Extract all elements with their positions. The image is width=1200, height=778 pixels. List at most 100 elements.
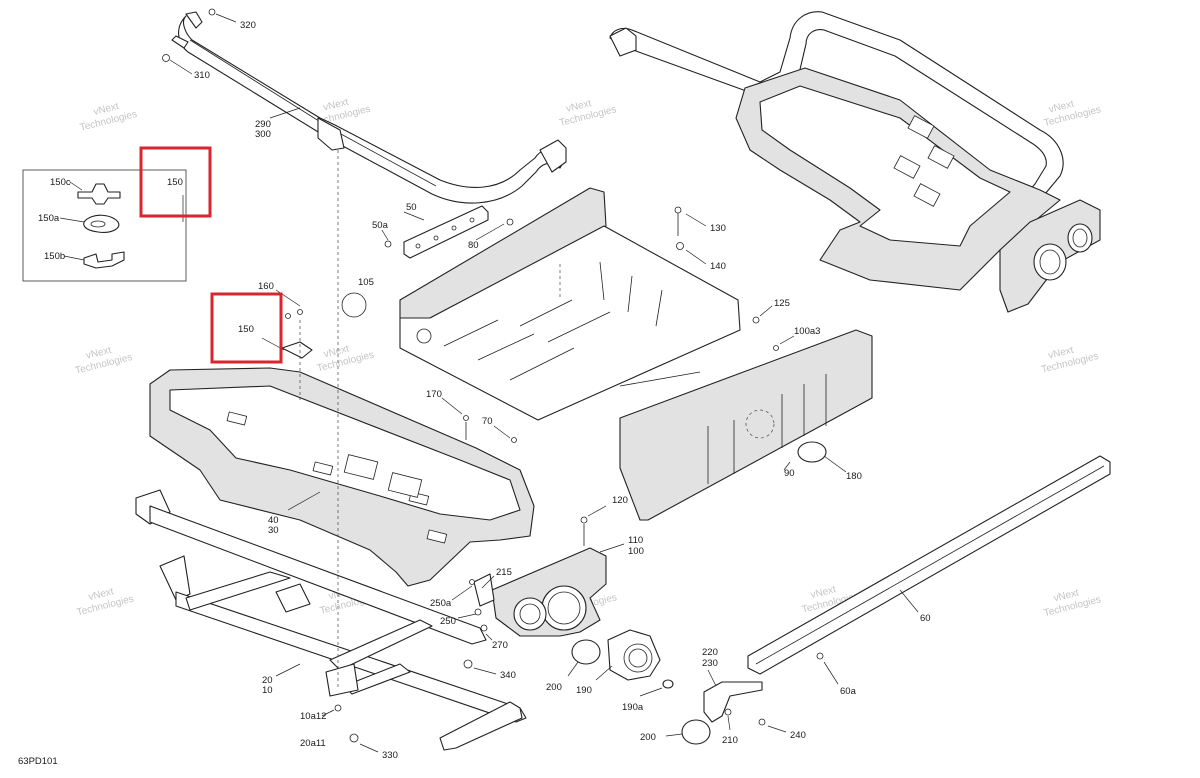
bolt-330	[349, 733, 359, 743]
watermark: vNext Technologies	[79, 101, 138, 134]
callout-70: 70	[482, 416, 493, 427]
bolt-320	[208, 8, 216, 16]
callout-200-upper: 200	[546, 682, 562, 693]
bracket-215	[473, 573, 495, 607]
watermark: vNext Technologies	[1040, 345, 1099, 376]
callout-190a: 190a	[622, 702, 644, 713]
spark-arrester	[567, 629, 674, 697]
badge-180	[797, 441, 827, 463]
bolt-210	[724, 708, 732, 716]
callout-220: 220	[702, 647, 718, 658]
side-panel-90	[619, 305, 873, 521]
callout-170: 170	[426, 389, 442, 400]
callout-50: 50	[406, 202, 417, 213]
clamp-150c	[77, 183, 121, 205]
callout-labels: 320 310 290 300 150c 150 150a 150b 50 50…	[38, 20, 931, 761]
nut-60a	[816, 652, 824, 660]
highlight-box-inset-150	[139, 146, 212, 218]
arrester-190	[607, 629, 661, 681]
bracket-220-assembly	[665, 669, 787, 745]
rail-60	[747, 455, 1111, 685]
callout-40: 40	[268, 515, 279, 526]
callout-20: 20	[262, 675, 273, 686]
callout-215: 215	[496, 567, 512, 578]
callout-160: 160	[258, 281, 274, 292]
callout-125: 125	[774, 298, 790, 309]
nut-140	[676, 242, 684, 250]
callout-140: 140	[710, 261, 726, 272]
inset-150-variants	[22, 169, 187, 282]
bolt-310	[162, 54, 170, 62]
clamp-150b	[83, 251, 125, 269]
callout-320: 320	[240, 20, 256, 31]
bracket-220	[703, 681, 763, 723]
callout-340: 340	[500, 670, 516, 681]
callout-10a12: 10a12	[300, 711, 326, 722]
callout-60: 60	[920, 613, 931, 624]
nut-10a12	[334, 704, 342, 712]
callout-200-lower: 200	[640, 732, 656, 743]
callout-180: 180	[846, 471, 862, 482]
nut-250a	[469, 579, 475, 585]
bolt-120	[580, 516, 588, 524]
clamp-150	[281, 341, 313, 359]
callout-150a: 150a	[38, 213, 60, 224]
callout-120: 120	[612, 495, 628, 506]
callout-60a: 60a	[840, 686, 857, 697]
shield-panel-assembly	[341, 187, 741, 421]
watermark: vNext Technologies	[1043, 99, 1102, 129]
bolt-80	[506, 218, 514, 226]
clamp-150a	[83, 214, 120, 233]
bolt-170	[463, 415, 469, 421]
callout-150-inset: 150	[167, 177, 183, 188]
floor-panel	[399, 225, 741, 421]
plug-105	[341, 292, 367, 318]
callout-150b: 150b	[44, 251, 65, 262]
bolt-340	[463, 659, 473, 669]
callout-210: 210	[722, 735, 738, 746]
bolts-130-140	[674, 206, 707, 265]
bolt-250	[474, 608, 482, 616]
watermark: vNext Technologies	[76, 586, 135, 618]
rivet-100a3	[773, 345, 779, 351]
tube-mount-tab	[317, 117, 345, 151]
rear-cargo-assembly	[609, 11, 1101, 313]
cap-200-lower	[681, 719, 711, 745]
bolt-160	[297, 309, 303, 315]
highlight-box-150	[210, 292, 283, 364]
callout-100a3: 100a3	[794, 326, 820, 337]
callout-290: 290	[255, 119, 271, 130]
clip-190a	[662, 679, 674, 689]
lower-frame-10-20	[135, 489, 527, 753]
callout-190: 190	[576, 685, 592, 696]
callout-10: 10	[262, 685, 273, 696]
watermark: vNext Technologies	[1043, 587, 1102, 619]
bolt-70	[511, 437, 517, 443]
cap-200	[571, 639, 601, 665]
bracket-50	[403, 205, 489, 259]
bolt-270	[480, 624, 488, 632]
callout-80: 80	[468, 240, 479, 251]
callout-30: 30	[268, 525, 279, 536]
callout-270: 270	[492, 640, 508, 651]
callout-100: 100	[628, 546, 644, 557]
callout-250: 250	[440, 616, 456, 627]
callout-310: 310	[194, 70, 210, 81]
callout-330: 330	[382, 750, 398, 761]
callout-130: 130	[710, 223, 726, 234]
callout-300: 300	[255, 129, 271, 140]
tube-end-bracket	[185, 11, 203, 29]
callout-150c: 150c	[50, 177, 71, 188]
nut-50a	[384, 240, 392, 248]
watermark: vNext Technologies	[316, 343, 375, 374]
watermark: vNext Technologies	[558, 98, 617, 129]
watermark: vNext Technologies	[74, 345, 133, 377]
rail-tube-290	[162, 8, 567, 204]
callout-105: 105	[358, 277, 374, 288]
bolt-125	[752, 316, 760, 324]
callout-240: 240	[790, 730, 806, 741]
main-tray-30-40	[149, 289, 535, 587]
callout-20a11: 20a11	[300, 738, 326, 749]
bolt-130	[674, 206, 682, 214]
